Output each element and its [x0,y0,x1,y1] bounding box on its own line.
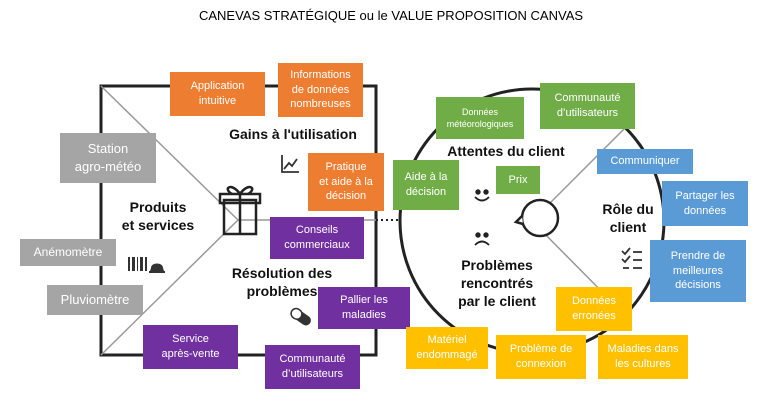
donnees-erronees-box: Données erronées [556,287,632,331]
prendre-box: Prendre de meilleures décisions [650,240,746,302]
frown-face-icon [474,232,490,246]
partager-box: Partager les données [662,181,748,226]
aide-decision-box: Aide à la décision [393,160,459,210]
probleme-connexion-box: Problème de connexion [496,335,586,379]
barcode-icon [128,257,165,273]
materiel-box: Matériel endommagé [406,327,488,369]
donnees-meteo-box: Données météorologiques [436,97,524,139]
pratique-box: Pratique et aide à la décision [308,153,384,211]
checklist-icon [621,247,642,269]
customer-problems-label: Problèmes rencontrés par le client [458,257,536,310]
communiquer-box: Communiquer [597,149,693,174]
gift-icon [218,185,262,236]
app-intuitive-box: Application intuitive [170,72,265,116]
problem-resolution-label: Résolution des problèmes [231,265,333,300]
anemometre-box: Anémomètre [20,239,116,266]
smile-face-icon [474,189,490,202]
products-services-label: Produits et services [121,199,195,234]
conseils-box: Conseils commerciaux [270,217,364,259]
pallier-box: Pallier les maladies [318,287,410,329]
communaute-right-box: Communauté d’utilisateurs [540,83,635,129]
chart-up-icon [281,155,299,173]
info-donnees-box: Informations de données nombreuses [278,63,363,117]
gains-label: Gains à l'utilisation [229,126,357,142]
prix-box: Prix [496,166,540,194]
customer-head-icon [513,198,560,238]
page-title: CANEVAS STRATÉGIQUE ou le VALUE PROPOSIT… [198,8,584,23]
customer-role-label: Rôle du client [602,201,654,236]
maladies-box: Maladies dans les cultures [598,335,688,379]
customer-expectations-label: Attentes du client [447,143,565,159]
service-box: Service après-vente [143,325,238,369]
station-box: Station agro-météo [60,133,156,183]
communaute-left-box: Communauté d’utilisateurs [265,345,360,389]
pill-icon [290,307,311,326]
pluviometre-box: Pluviomètre [47,285,143,315]
